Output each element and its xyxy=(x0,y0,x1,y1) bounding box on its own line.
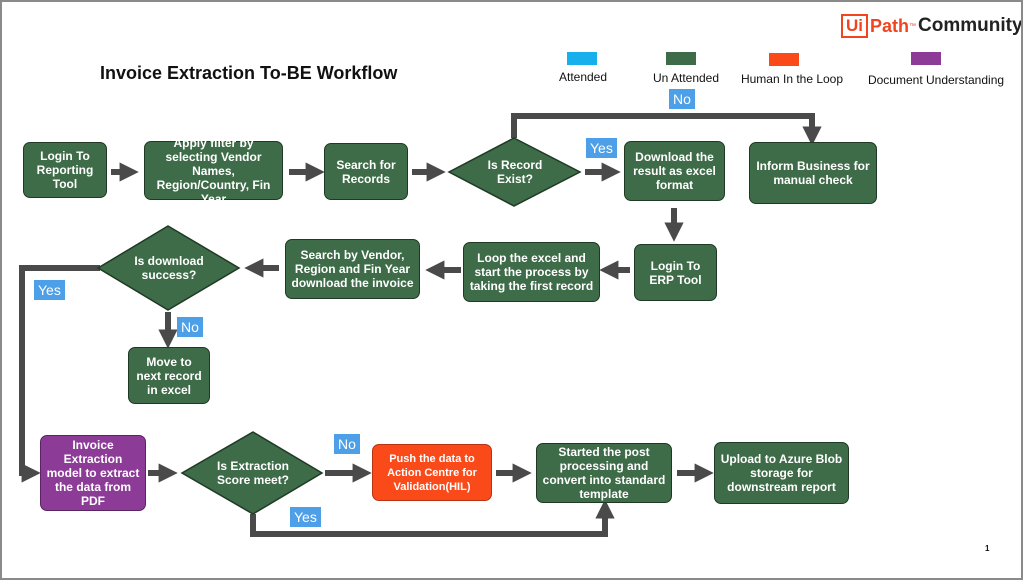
tag-yes-download: Yes xyxy=(34,280,65,300)
tag-no-score: No xyxy=(334,434,360,454)
legend-label-unattended: Un Attended xyxy=(652,71,720,85)
legend-label-attended: Attended xyxy=(558,70,608,84)
legend-swatch-attended xyxy=(567,52,597,65)
node-search-vendor: Search by Vendor, Region and Fin Year do… xyxy=(285,239,420,299)
node-invoice-extraction: Invoice Extraction model to extract the … xyxy=(40,435,146,511)
node-upload-azure: Upload to Azure Blob storage for downstr… xyxy=(714,442,849,504)
node-login-erp: Login To ERP Tool xyxy=(634,244,717,301)
arrow-yes-to-extraction xyxy=(19,265,100,483)
label-is-extraction-score: Is Extraction Score meet? xyxy=(216,459,290,487)
label-is-download-success: Is download success? xyxy=(134,254,204,282)
legend-swatch-human-in-loop xyxy=(769,53,799,66)
node-download-result: Download the result as excel format xyxy=(624,141,725,201)
arrow-yes-to-post xyxy=(250,499,615,537)
node-search-records: Search for Records xyxy=(324,143,408,200)
arrow-no-to-inform xyxy=(511,113,822,146)
decision-is-download-success xyxy=(96,225,241,311)
legend-swatch-document-understanding xyxy=(911,52,941,65)
legend-label-document-understanding: Document Understanding xyxy=(867,73,1005,87)
node-login-reporting: Login To Reporting Tool xyxy=(23,142,107,198)
legend-swatch-unattended xyxy=(666,52,696,65)
label-is-record-exist: Is Record Exist? xyxy=(487,158,543,186)
logo-trademark: ™ xyxy=(909,22,917,30)
node-move-next: Move to next record in excel xyxy=(128,347,210,404)
tag-no-download: No xyxy=(177,317,203,337)
node-post-processing: Started the post processing and convert … xyxy=(536,443,672,503)
node-loop-excel: Loop the excel and start the process by … xyxy=(463,242,600,302)
tag-no-record: No xyxy=(669,89,695,109)
node-apply-filter: Apply filter by selecting Vendor Names, … xyxy=(144,136,283,206)
page-number: 1 xyxy=(985,544,990,553)
decision-is-record-exist xyxy=(447,137,582,207)
decision-is-extraction-score xyxy=(180,431,324,515)
tag-yes-record: Yes xyxy=(586,138,617,158)
logo-community: Community xyxy=(918,15,1023,36)
logo-brand-rest: Path xyxy=(870,15,910,36)
diagram-title: Invoice Extraction To-BE Workflow xyxy=(100,63,398,83)
node-inform-business: Inform Business for manual check xyxy=(749,142,877,204)
tag-yes-score: Yes xyxy=(290,507,321,527)
node-push-data: Push the data to Action Centre for Valid… xyxy=(372,444,492,501)
logo-brand-box: Ui xyxy=(841,14,868,38)
legend-label-human-in-loop: Human In the Loop xyxy=(740,72,844,86)
